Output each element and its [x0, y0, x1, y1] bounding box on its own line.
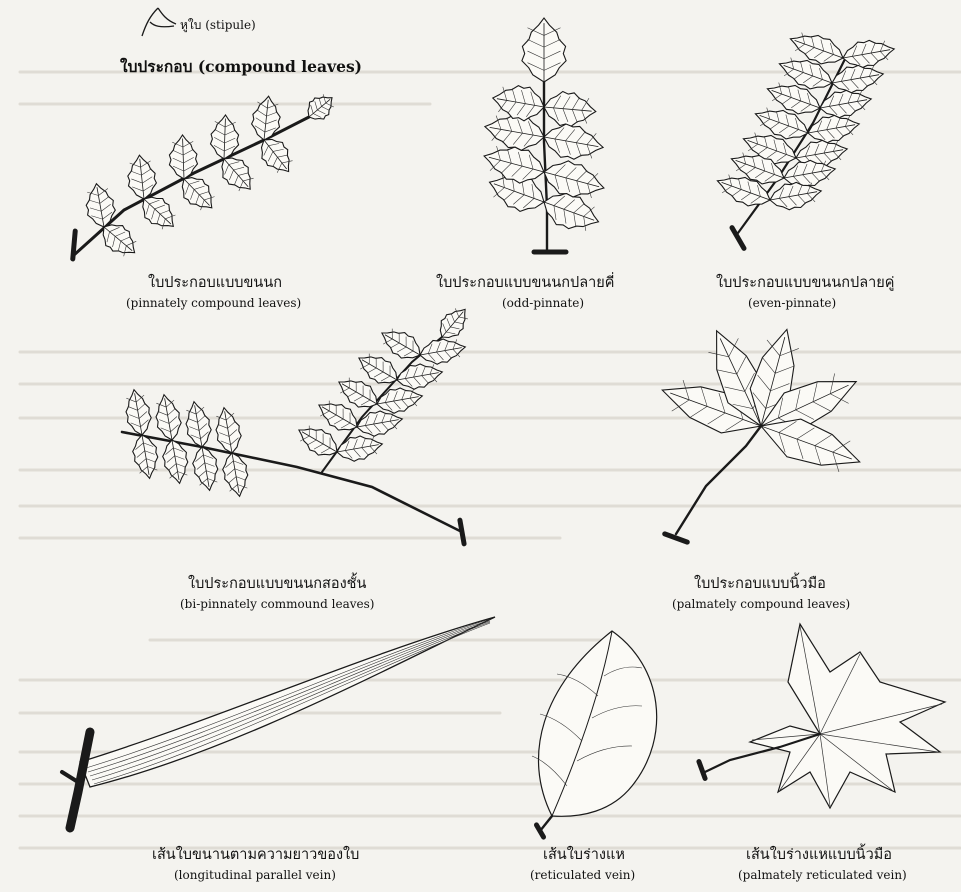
leaflet — [156, 395, 181, 440]
odd-pinnate-leaf-drawing — [432, 12, 662, 262]
figure-7-thai-label: เส้นใบร่างแห — [543, 843, 625, 866]
odd-pinnate-rachis — [544, 72, 547, 252]
leaflet — [223, 453, 248, 496]
leaflet — [382, 332, 420, 358]
figure-5-thai-label: ใบประกอบแบบนิ้วมือ — [694, 572, 826, 595]
leaflet — [397, 364, 442, 389]
leaflet — [359, 357, 397, 383]
palmate-petiole — [676, 426, 761, 534]
figure-5-english-label: (palmately compound leaves) — [672, 597, 850, 611]
figure-1-english-label: (pinnately compound leaves) — [126, 296, 301, 310]
leaflet — [193, 447, 218, 490]
section-title: ใบประกอบ (compound leaves) — [120, 54, 362, 79]
even-pinnate-leaf-drawing — [708, 18, 888, 258]
leaflet — [544, 124, 603, 160]
leaflet — [163, 440, 188, 483]
leaflet — [843, 40, 894, 67]
figure-6-thai-label: เส้นใบขนานตามความยาวของใบ — [152, 843, 359, 866]
leaflet — [761, 419, 860, 465]
leaflet — [485, 115, 544, 151]
figure-4-english-label: (bi-pinnately commound leaves) — [180, 597, 374, 611]
branch-cut — [73, 231, 75, 259]
leaflet — [186, 402, 211, 447]
leaflet — [755, 110, 808, 138]
figure-8-english-label: (palmately reticulated vein) — [738, 868, 907, 882]
bi-pinnate-leaf-drawing — [122, 322, 492, 552]
figure-3-thai-label: ใบประกอบแบบขนนกปลายคู่ — [716, 271, 894, 294]
figure-2-english-label: (odd-pinnate) — [502, 296, 584, 310]
leaflet — [126, 390, 151, 435]
leaflet — [779, 60, 832, 89]
stipule-drawing — [140, 4, 180, 38]
leaflet — [544, 161, 604, 197]
grass-sheath — [62, 772, 78, 782]
leaflet — [216, 408, 241, 453]
leaflet — [339, 381, 377, 407]
leaf-petiole — [540, 816, 552, 831]
figure-6-english-label: (longitudinal parallel vein) — [174, 868, 336, 882]
parallel-vein-leaf-drawing — [50, 612, 500, 828]
leaflet — [493, 86, 544, 121]
figure-8-thai-label: เส้นใบร่างแหแบบนิ้วมือ — [746, 843, 892, 866]
leaflet — [337, 436, 382, 461]
figure-2-thai-label: ใบประกอบแบบขนนกปลายคี่ — [436, 271, 614, 294]
reticulated-vein-leaf-drawing — [522, 626, 670, 836]
figure-7-english-label: (reticulated vein) — [530, 868, 635, 882]
figure-3-english-label: (even-pinnate) — [748, 296, 836, 310]
stipule-label: หูใบ (stipule) — [180, 16, 256, 35]
leaflet — [770, 182, 821, 209]
leaflet — [299, 429, 337, 455]
leaf-blade — [539, 631, 657, 816]
leaflet — [790, 35, 843, 64]
maple-petiole-cut — [699, 762, 705, 779]
bi-pinnate-base-cut — [460, 520, 464, 544]
palmately-reticulated-vein-leaf-drawing — [690, 622, 952, 832]
figure-4-thai-label: ใบประกอบแบบขนนกสองชั้น — [188, 572, 366, 595]
pinnately-compound-leaf-drawing — [64, 95, 324, 265]
maple-blade — [750, 624, 945, 808]
leaflet — [767, 85, 820, 114]
leaflet — [319, 404, 357, 430]
leaflet — [133, 435, 158, 478]
palmately-compound-leaf-drawing — [626, 316, 916, 548]
figure-1-thai-label: ใบประกอบแบบขนนก — [148, 271, 282, 294]
leaflet — [484, 147, 544, 183]
leaflet — [420, 339, 465, 364]
even-pinnate-stalk-base — [732, 228, 744, 249]
